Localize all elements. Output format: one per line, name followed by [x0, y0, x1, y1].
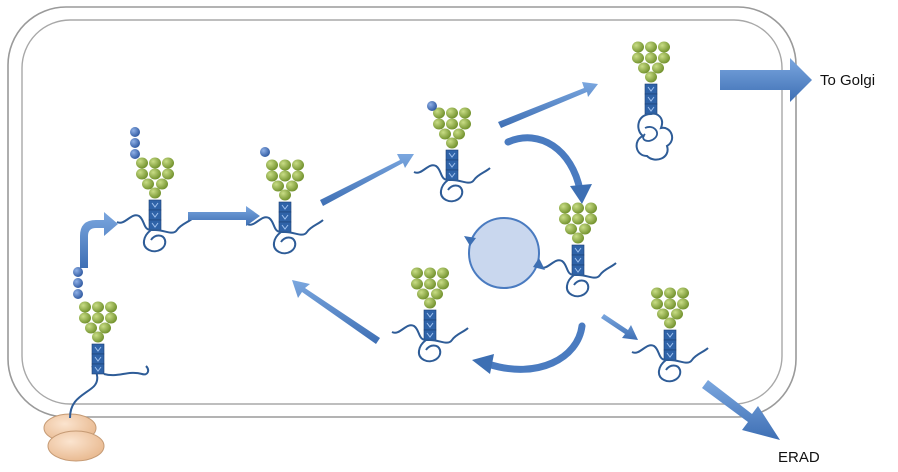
arrow-to-misfolded — [601, 314, 638, 340]
glycoprotein-nascent-icon — [73, 267, 150, 377]
calnexin-cycle-icon — [464, 217, 545, 289]
arrow-to-erad — [702, 380, 780, 440]
er-inner-membrane — [21, 19, 783, 405]
arrow-top-to-folded — [498, 82, 598, 128]
to-golgi-label: To Golgi — [820, 72, 876, 89]
arrow-curve-bottom — [472, 322, 586, 374]
glycoprotein-glc1-top-icon — [413, 101, 491, 203]
arrow-to-golgi — [720, 58, 812, 102]
arrow-glc3-to-glc1 — [188, 206, 260, 226]
arrow-curve-top-right — [504, 134, 592, 204]
glycoprotein-folded-icon — [631, 41, 674, 161]
arrow-ribosome-to-glc3 — [80, 212, 118, 268]
arrow-glc1-to-top — [320, 154, 414, 206]
erad-label: ERAD — [778, 449, 820, 466]
glycoprotein-glc3-icon — [116, 127, 194, 253]
arrow-reglucosylated-back — [292, 280, 380, 344]
glycoprotein-glc1-icon — [246, 147, 324, 255]
